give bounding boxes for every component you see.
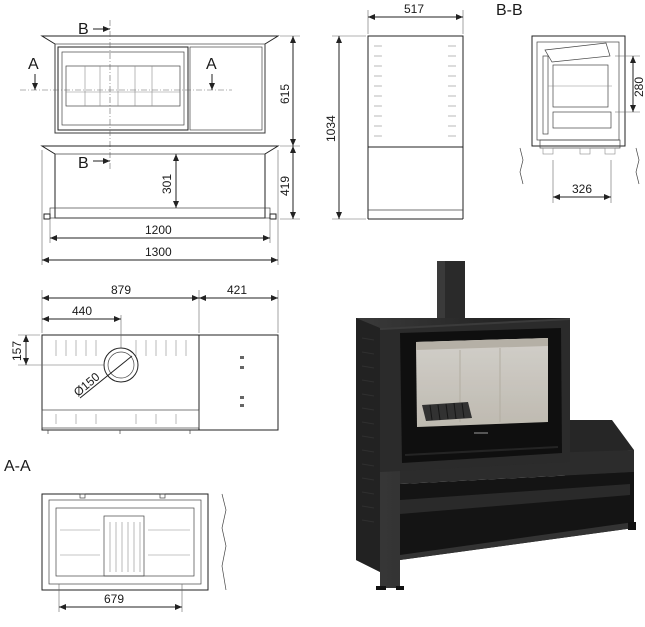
dim-326: 326 (572, 182, 592, 196)
dim-679: 679 (104, 592, 124, 606)
dim-157: 157 (10, 341, 24, 361)
dim-440: 440 (72, 304, 92, 318)
section-a-marker-right: A (206, 56, 217, 73)
section-aa-title: A-A (4, 458, 31, 475)
dim-301: 301 (160, 174, 174, 194)
dim-diameter-150: Ø150 (71, 369, 103, 399)
dim-419: 419 (278, 176, 292, 196)
section-b-marker-bottom: B (78, 155, 89, 172)
dim-421: 421 (227, 283, 247, 297)
dim-1300: 1300 (145, 245, 172, 259)
dim-1200: 1200 (145, 223, 172, 237)
section-aa-view: A-A 679 (4, 458, 227, 612)
bench-top (565, 420, 634, 455)
section-bb-title: B-B (496, 2, 523, 19)
section-b-marker-top: B (78, 21, 89, 38)
top-view: Ø150 879 421 440 157 (10, 283, 279, 434)
side-view: 517 1034 (324, 2, 464, 220)
dim-517: 517 (404, 2, 424, 16)
front-view: B A A B 615 419 301 1200 13 (20, 20, 300, 265)
section-bb-view: B-B 280 326 (496, 2, 645, 203)
dim-1034: 1034 (324, 115, 338, 142)
dim-879: 879 (111, 283, 131, 297)
dim-280: 280 (632, 77, 645, 97)
dim-615: 615 (278, 84, 292, 104)
section-a-marker-left: A (28, 56, 39, 73)
stove-render (356, 261, 636, 590)
